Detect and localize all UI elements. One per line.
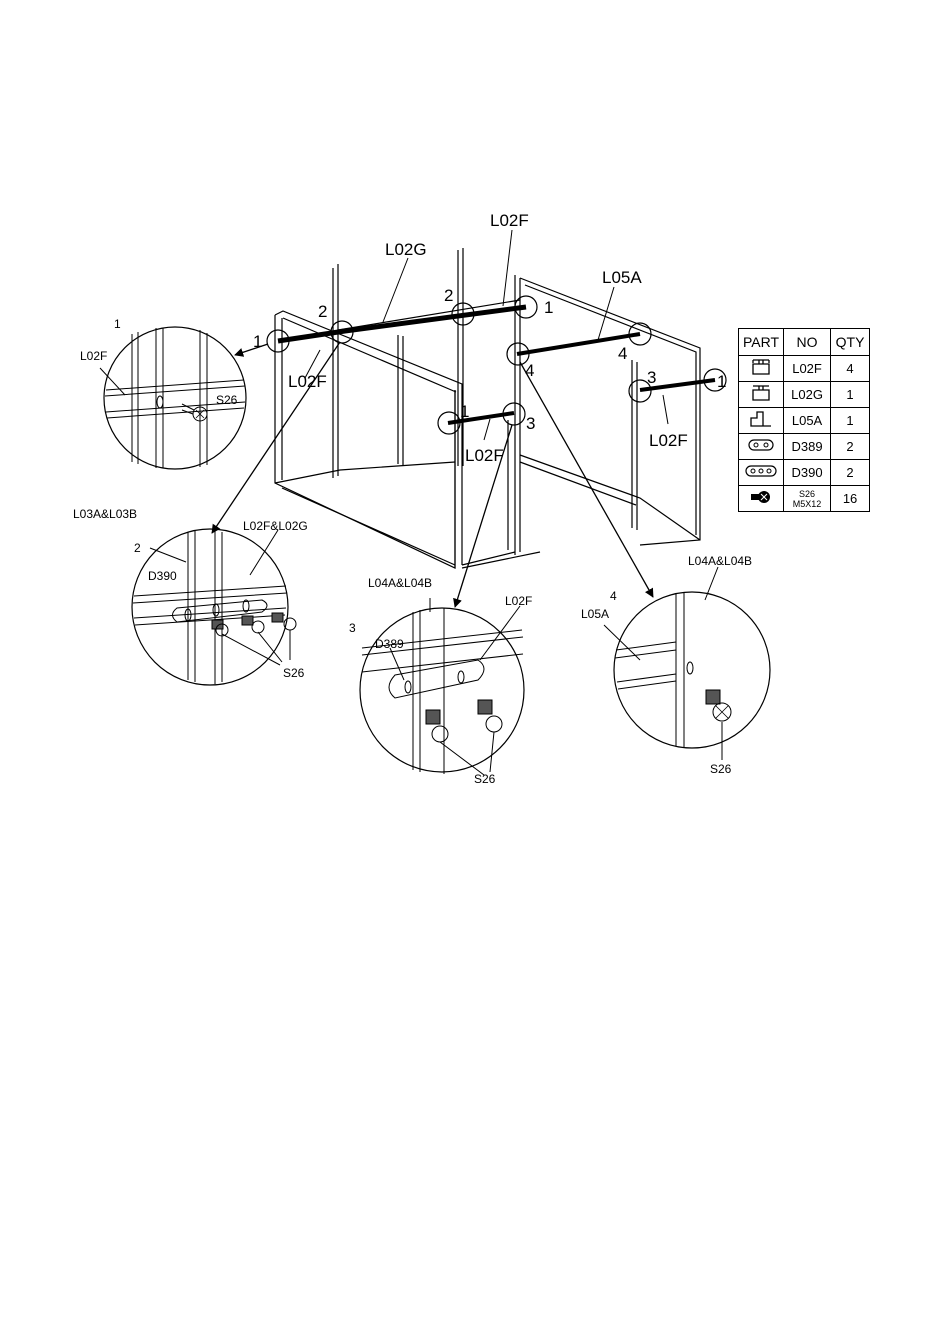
table-row: D390 2: [739, 460, 870, 486]
detail-label-l02f: L02F: [505, 594, 532, 608]
parts-table-header: PART NO QTY: [739, 329, 870, 356]
header-no: NO: [784, 329, 831, 356]
frame-structure: [275, 248, 700, 568]
joint-markers: [267, 296, 726, 434]
table-row: D389 2: [739, 434, 870, 460]
part-qty: 1: [831, 408, 870, 434]
joint-num: 1: [717, 372, 726, 391]
joint-num: 4: [525, 361, 534, 380]
profile-l05a-icon: [739, 408, 784, 434]
joint-num: 2: [444, 286, 453, 305]
joint-num: 4: [618, 344, 627, 363]
detail-4: L04A&L04B 4 L05A S26: [581, 554, 770, 776]
detail-2: L03A&L03B 2 L02F&L02G D390 S26: [73, 507, 308, 685]
screw-icon: [739, 486, 784, 512]
part-qty: 2: [831, 460, 870, 486]
part-qty: 4: [831, 356, 870, 382]
part-no: L02F: [784, 356, 831, 382]
beams: [278, 307, 715, 423]
table-row: L05A 1: [739, 408, 870, 434]
detail-1: 1 L02F S26: [80, 317, 246, 469]
label-right-l02f: L02F: [649, 431, 688, 450]
detail-number: 2: [134, 541, 141, 555]
parts-table: PART NO QTY L02F 4 L02G 1 L05A 1 D389 2 …: [738, 328, 870, 512]
part-no: D389: [784, 434, 831, 460]
detail-label-l02f-l02g: L02F&L02G: [243, 519, 308, 533]
detail-label-d390: D390: [148, 569, 177, 583]
detail-label-l03a-l03b: L03A&L03B: [73, 507, 137, 521]
label-mid-l02f: L02F: [465, 446, 504, 465]
detail-label-l05a: L05A: [581, 607, 609, 621]
header-qty: QTY: [831, 329, 870, 356]
label-top-l05a: L05A: [602, 268, 642, 287]
detail-label-l04a-l04b: L04A&L04B: [688, 554, 752, 568]
detail-label-s26: S26: [474, 772, 496, 786]
plate-3-hole-icon: [739, 460, 784, 486]
detail-number: 1: [114, 317, 121, 331]
detail-label-d389: D389: [375, 637, 404, 651]
table-row: L02G 1: [739, 382, 870, 408]
leader-lines: [305, 230, 668, 440]
profile-l02f-icon: [739, 356, 784, 382]
detail-label-l02f: L02F: [80, 349, 107, 363]
part-size: M5X12: [788, 499, 826, 509]
part-qty: 1: [831, 382, 870, 408]
joint-num: 3: [647, 368, 656, 387]
part-no: S26: [788, 489, 826, 499]
part-no: L02G: [784, 382, 831, 408]
profile-l02g-icon: [739, 382, 784, 408]
joint-num: 1: [460, 402, 469, 421]
header-part: PART: [739, 329, 784, 356]
table-row: L02F 4: [739, 356, 870, 382]
part-qty: 16: [831, 486, 870, 512]
label-top-l02f: L02F: [490, 211, 529, 230]
label-top-l02g: L02G: [385, 240, 427, 259]
detail-number: 4: [610, 589, 617, 603]
joint-num: 2: [318, 302, 327, 321]
part-no: D390: [784, 460, 831, 486]
detail-label-s26: S26: [283, 666, 305, 680]
part-no: L05A: [784, 408, 831, 434]
part-qty: 2: [831, 434, 870, 460]
detail-label-s26: S26: [216, 393, 238, 407]
label-left-l02f: L02F: [288, 372, 327, 391]
detail-number: 3: [349, 621, 356, 635]
detail-label-l04a-l04b: L04A&L04B: [368, 576, 432, 590]
joint-num: 1: [253, 332, 262, 351]
joint-num: 3: [526, 414, 535, 433]
plate-2-hole-icon: [739, 434, 784, 460]
detail-label-s26: S26: [710, 762, 732, 776]
detail-3: 3 L04A&L04B L02F D389 S26: [349, 576, 532, 786]
joint-num: 1: [544, 298, 553, 317]
